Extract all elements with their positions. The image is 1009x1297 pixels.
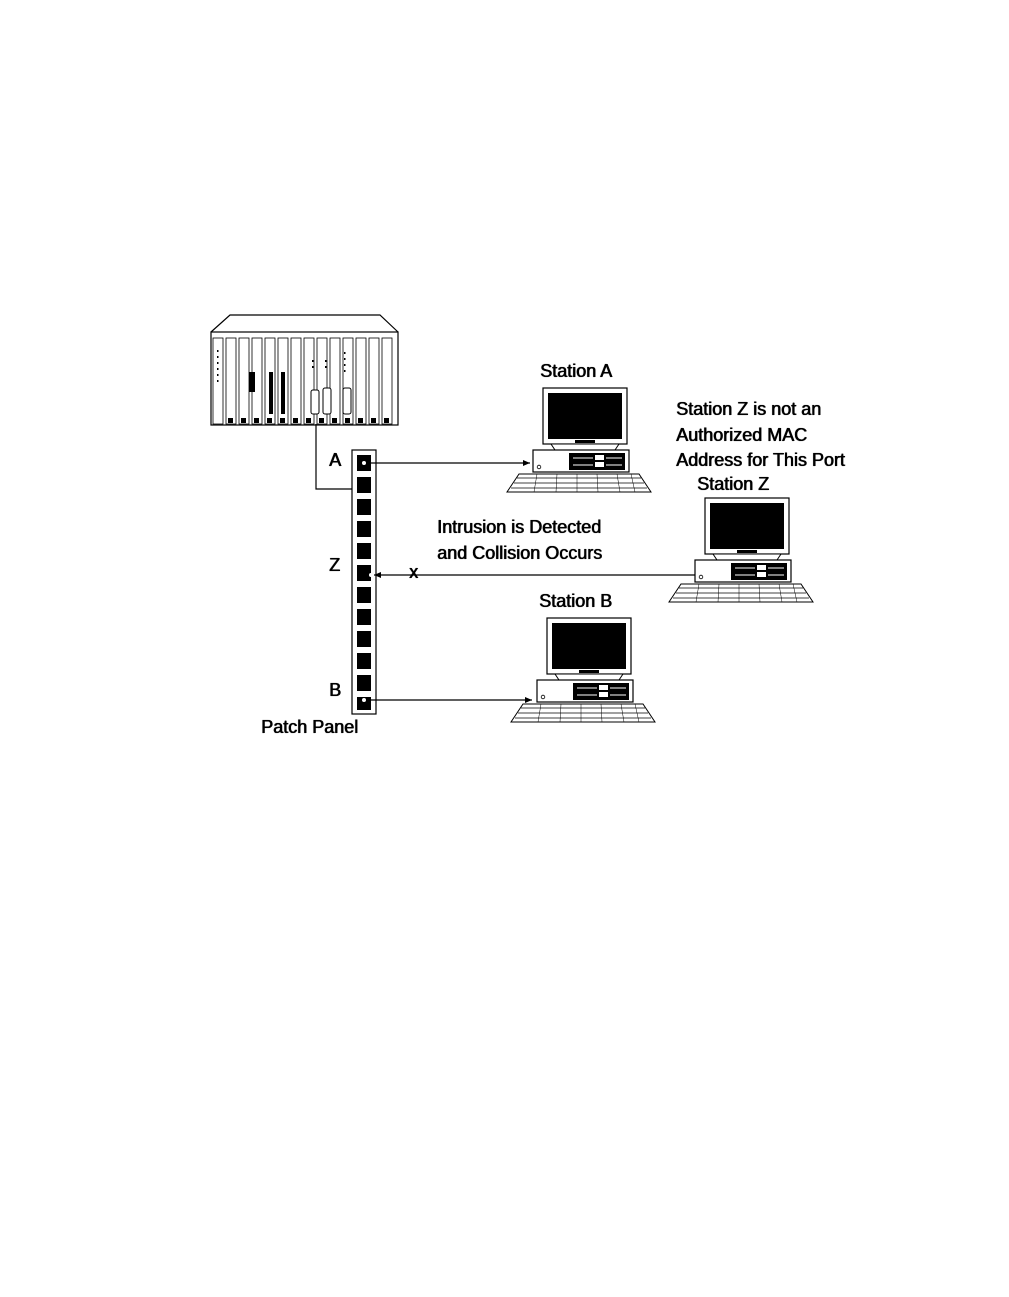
unauthorized-note-line-2: Authorized MAC: [676, 426, 807, 444]
port-b-label: B: [329, 681, 341, 699]
station-b-computer: [511, 618, 655, 722]
unauthorized-note-line-1: Station Z is not an: [676, 400, 821, 418]
station-z-label: Station Z: [697, 475, 769, 493]
port-a-label: A: [329, 451, 341, 469]
station-b-label: Station B: [539, 592, 612, 610]
station-a-label: Station A: [540, 362, 612, 380]
unauthorized-note-line-3: Address for This Port: [676, 451, 845, 469]
collision-mark: x: [409, 563, 418, 581]
patch-panel: [352, 450, 376, 714]
patch-panel-label: Patch Panel: [261, 718, 358, 736]
station-a-computer: [507, 388, 651, 492]
intrusion-note-line-1: Intrusion is Detected: [437, 518, 601, 536]
port-z-label: Z: [329, 556, 340, 574]
intrusion-note-line-2: and Collision Occurs: [437, 544, 602, 562]
station-z-computer: [669, 498, 813, 602]
hub-chassis: [211, 315, 398, 425]
